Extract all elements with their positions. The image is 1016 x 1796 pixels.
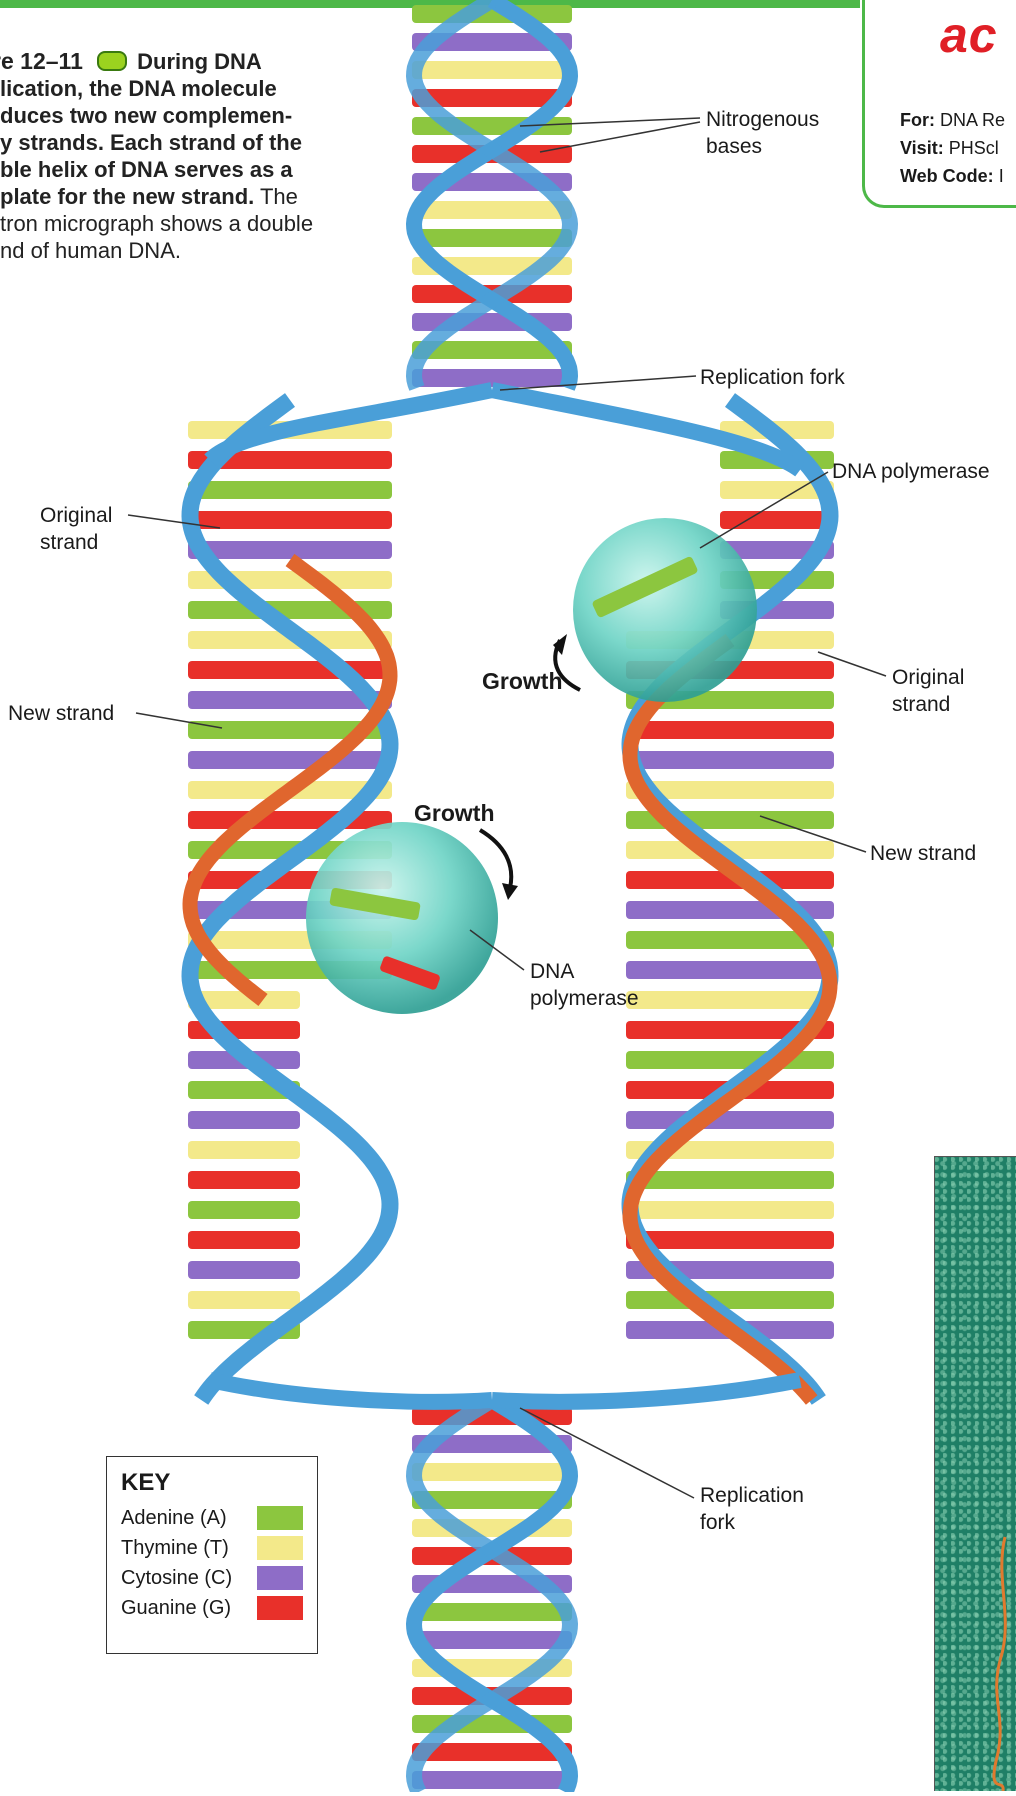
base-pair-left: [188, 1141, 300, 1159]
leader-line: [136, 713, 222, 728]
label-replication-fork-bottom-line2: fork: [700, 1509, 804, 1536]
base-pair-right: [626, 1171, 834, 1189]
base-pair-left: [188, 751, 392, 769]
base-pair-top: [412, 369, 572, 387]
legend-swatch-thymine: [257, 1536, 303, 1560]
base-pair-left: [188, 481, 392, 499]
electron-micrograph: [934, 1156, 1016, 1791]
growth-arrowhead-left-icon: [502, 883, 518, 900]
dna-polymerase-center: [306, 822, 498, 1014]
legend-swatch-adenine: [257, 1506, 303, 1530]
base-pair-right: [626, 961, 834, 979]
label-original-strand-left-line2: strand: [40, 529, 112, 556]
legend-label-cytosine: Cytosine (C): [121, 1567, 232, 1590]
label-dna-polymerase-center-line2: polymerase: [530, 985, 639, 1012]
label-original-strand-left-line1: Original: [40, 502, 112, 529]
base-pair-bottom: [412, 1603, 572, 1621]
label-original-strand-right: Original strand: [892, 664, 964, 718]
legend-label-adenine: Adenine (A): [121, 1507, 227, 1530]
base-pair-right: [626, 1051, 834, 1069]
legend-row-cytosine: Cytosine (C): [121, 1563, 317, 1593]
fork-bottom-left: [210, 1380, 492, 1402]
label-original-strand-right-line2: strand: [892, 691, 964, 718]
label-replication-fork-bottom: Replication fork: [700, 1482, 804, 1536]
base-pair-left: [188, 511, 392, 529]
base-pair-right: [626, 1231, 834, 1249]
base-pair-bottom: [412, 1463, 572, 1481]
label-replication-fork-top: Replication fork: [700, 364, 845, 391]
base-pair-right: [626, 1291, 834, 1309]
base-pair-top: [412, 201, 572, 219]
label-replication-fork-bottom-line1: Replication: [700, 1482, 804, 1509]
label-dna-polymerase-right: DNA polymerase: [832, 458, 990, 485]
label-nitrogenous-bases: Nitrogenous bases: [706, 106, 819, 160]
label-growth-left: Growth: [414, 800, 495, 827]
legend-label-guanine: Guanine (G): [121, 1597, 231, 1620]
legend-label-thymine: Thymine (T): [121, 1537, 229, 1560]
base-pair-left: [188, 1201, 300, 1219]
base-pair-right: [626, 1201, 834, 1219]
base-pair-top: [412, 61, 572, 79]
legend-row-thymine: Thymine (T): [121, 1533, 317, 1563]
legend-swatch-cytosine: [257, 1566, 303, 1590]
legend-swatch-guanine: [257, 1596, 303, 1620]
base-pair-right: [626, 751, 834, 769]
label-nitrogenous-bases-line2: bases: [706, 133, 819, 160]
label-growth-right: Growth: [482, 668, 563, 695]
label-original-strand-left: Original strand: [40, 502, 112, 556]
label-new-strand-right: New strand: [870, 840, 976, 867]
base-pair-right: [626, 721, 834, 739]
label-original-strand-right-line1: Original: [892, 664, 964, 691]
base-pair-left: [188, 1261, 300, 1279]
base-pair-right: [626, 1111, 834, 1129]
base-pair-top: [412, 229, 572, 247]
base-pair-left: [188, 1231, 300, 1249]
base-pair-left: [188, 1111, 300, 1129]
label-new-strand-left: New strand: [8, 700, 114, 727]
base-pair-right: [626, 991, 834, 1009]
base-pair-left: [188, 1291, 300, 1309]
micrograph-dna-strand: [935, 1157, 1016, 1791]
base-pair-left: [188, 1171, 300, 1189]
label-dna-polymerase-center-line1: DNA: [530, 958, 639, 985]
legend-key: KEY Adenine (A) Thymine (T) Cytosine (C)…: [106, 1456, 318, 1654]
label-dna-polymerase-center: DNA polymerase: [530, 958, 639, 1012]
legend-title: KEY: [121, 1469, 317, 1497]
legend-row-guanine: Guanine (G): [121, 1593, 317, 1623]
base-pair-left: [188, 541, 392, 559]
fork-bottom-right: [492, 1380, 800, 1402]
base-pair-bottom: [412, 1631, 572, 1649]
base-pair-bottom: [412, 1771, 572, 1789]
label-nitrogenous-bases-line1: Nitrogenous: [706, 106, 819, 133]
legend-row-adenine: Adenine (A): [121, 1503, 317, 1533]
